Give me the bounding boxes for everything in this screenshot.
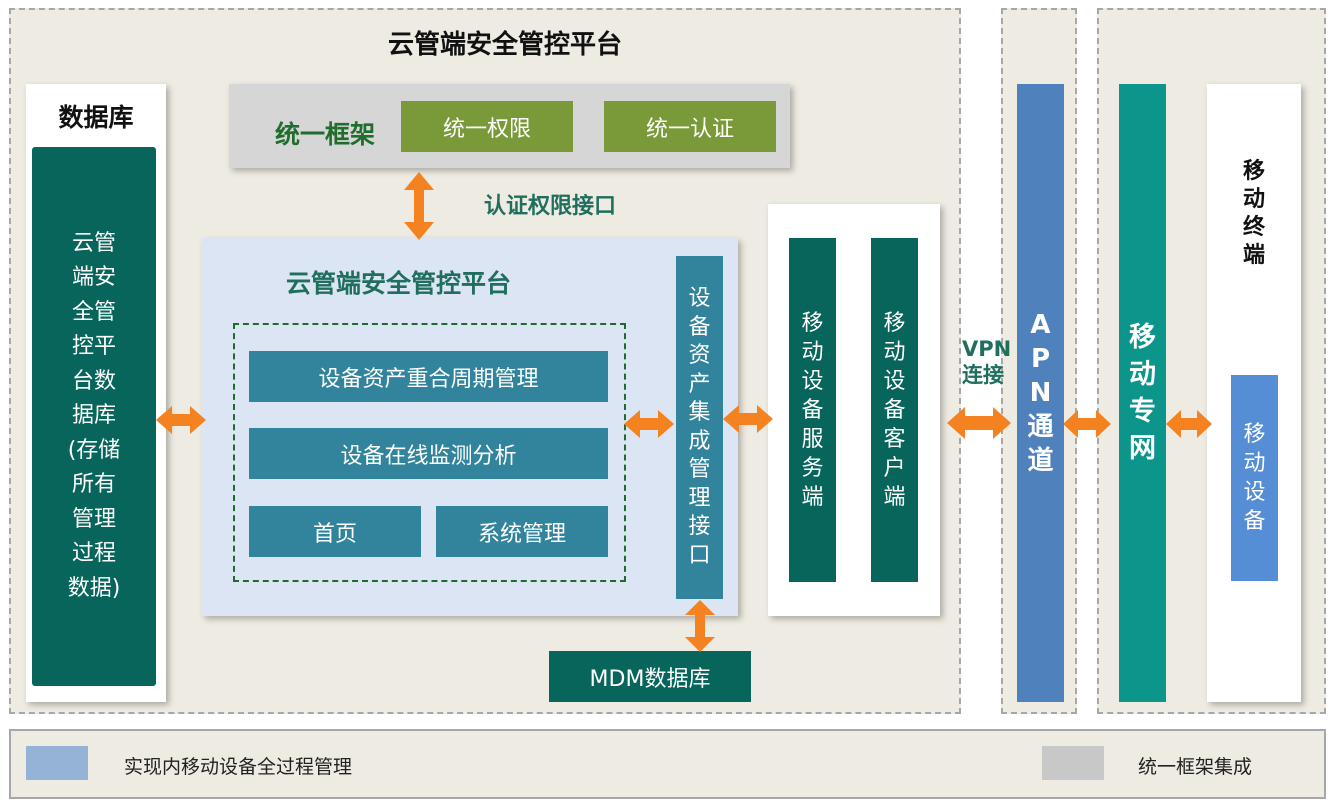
mobile-client-text-line: 端 [883, 484, 906, 510]
database-header: 数据库 [58, 103, 134, 132]
database-text-line: 管理 [71, 506, 116, 532]
arrow-network-terminal [1166, 410, 1212, 438]
mobile-network-text-line: 专 [1129, 396, 1156, 427]
framework-label: 统一框架 [274, 120, 375, 149]
apn-channel-text-line: 通 [1027, 412, 1054, 442]
mobile-device-text-line: 移 [1243, 422, 1266, 447]
unified-auth-button[interactable]: 统一认证 [604, 101, 776, 152]
mobile-device-server-label: 移动设备服务端 [801, 309, 823, 512]
arrow-apn-network [1063, 410, 1111, 438]
mobile-device-server[interactable]: 移动设备服务端 [789, 238, 836, 582]
mobile-client-text-line: 设 [883, 368, 906, 394]
integration-interface-text-line: 产 [688, 371, 711, 397]
database-text-line: 云管 [71, 230, 116, 256]
vpn-label-line1: VPN [962, 337, 1012, 362]
mobile-client-text-line: 动 [883, 339, 906, 365]
integration-interface-text-line: 接 [688, 514, 711, 539]
mobile-server-text-line: 务 [801, 455, 824, 481]
mobile-server-text-line: 移 [801, 310, 824, 336]
arrow-vpn-apn [947, 407, 1011, 439]
online-monitoring-module[interactable]: 设备在线监测分析 [249, 428, 608, 479]
integration-interface-text-line: 资 [688, 343, 711, 368]
auth-interface-label: 认证权限接口 [484, 194, 617, 219]
mobile-device[interactable]: 移动设备 [1231, 375, 1278, 581]
mobile-device-text-line: 设 [1243, 480, 1266, 505]
database-text-line: (存储 [67, 437, 121, 463]
integration-interface-text-line: 管 [688, 457, 711, 482]
mobile-client-text-line: 户 [883, 455, 906, 481]
integration-interface[interactable]: 设备资产集成管理接口 [676, 256, 723, 599]
mobile-client-text-line: 客 [883, 426, 906, 452]
mobile-server-text-line: 动 [801, 339, 824, 365]
mobile-server-text-line: 服 [801, 426, 824, 452]
integration-interface-text-line: 口 [688, 542, 711, 568]
vpn-label-line2: 连接 [962, 363, 1004, 387]
integration-interface-text-line: 理 [688, 485, 711, 511]
mobile-terminal-text-line: 动 [1242, 187, 1265, 212]
apn-channel-text-line: 道 [1027, 446, 1054, 476]
mobile-terminal-text-line: 移 [1242, 159, 1265, 184]
apn-channel-text-line: A [1030, 310, 1051, 340]
integration-interface-label: 设备资产集成管理接口 [688, 285, 710, 570]
inner-platform-title: 云管端安全管控平台 [286, 269, 512, 298]
database-description: 云管端安全管控平台数据库 (存储所有管理过程数据) [68, 227, 121, 607]
mobile-server-text-line: 端 [801, 484, 824, 510]
mobile-device-text-line: 动 [1243, 451, 1266, 476]
mobile-terminal-text-line: 终 [1242, 215, 1265, 240]
mobile-terminal-text-line: 端 [1242, 243, 1265, 268]
mobile-client-text-line: 移 [883, 310, 906, 336]
database-text-line: 据库 [71, 403, 116, 429]
database-text-line: 台数 [71, 368, 116, 394]
vpn-label: VPN 连接 [962, 333, 1020, 393]
mobile-terminal-title: 移动终端 [1230, 150, 1278, 278]
modules-group [233, 323, 626, 582]
mobile-client-text-line: 备 [883, 397, 906, 423]
database-text-line: 所有 [71, 472, 116, 498]
apn-channel-text-line: P [1030, 344, 1051, 374]
arrow-interface-service [723, 405, 773, 433]
database-body: 云管端安全管控平台数据库 (存储所有管理过程数据) [32, 147, 156, 686]
unified-permission-button[interactable]: 统一权限 [401, 101, 573, 152]
database-text-line: 全管 [71, 299, 116, 325]
mobile-network-text-line: 网 [1129, 433, 1156, 464]
legend-swatch-lifecycle [26, 746, 88, 780]
home-module[interactable]: 首页 [249, 506, 421, 557]
arrow-database-platform [156, 406, 206, 434]
mobile-server-text-line: 设 [801, 368, 824, 394]
database-text-line: 控平 [71, 334, 116, 360]
integration-interface-text-line: 设 [688, 286, 711, 311]
mobile-device-label: 移动设备 [1243, 420, 1265, 536]
mobile-network-text-line: 移 [1129, 322, 1156, 353]
mobile-device-text-line: 备 [1243, 509, 1266, 534]
arrow-framework-platform [404, 172, 434, 240]
lifecycle-management-module[interactable]: 设备资产重合周期管理 [249, 351, 608, 402]
mobile-terminal-title-label: 移动终端 [1243, 158, 1265, 270]
arrow-interface-mdm [685, 600, 715, 652]
platform-title: 云管端安全管控平台 [387, 29, 622, 60]
integration-interface-text-line: 备 [688, 314, 711, 340]
mobile-device-client[interactable]: 移动设备客户端 [871, 238, 918, 582]
database-text-line: 过程 [71, 541, 116, 567]
legend-label-framework: 统一框架集成 [1138, 756, 1253, 778]
legend-label-lifecycle: 实现内移动设备全过程管理 [124, 756, 353, 778]
mobile-device-client-label: 移动设备客户端 [883, 309, 905, 512]
legend-swatch-framework [1042, 746, 1104, 780]
database-text-line: 端安 [71, 265, 116, 291]
mobile-network-text-line: 动 [1129, 359, 1156, 390]
apn-channel-text-line: N [1029, 378, 1052, 408]
mdm-database[interactable]: MDM数据库 [549, 651, 751, 702]
mobile-private-network[interactable]: 移动专网 [1119, 84, 1166, 702]
integration-interface-text-line: 集 [688, 400, 711, 425]
system-management-module[interactable]: 系统管理 [436, 506, 608, 557]
mobile-server-text-line: 备 [801, 397, 824, 423]
arrow-modules-interface [624, 410, 674, 438]
database-text-line: 数据) [67, 575, 121, 601]
legend [9, 729, 1326, 799]
mobile-private-network-label: 移动专网 [1129, 319, 1156, 467]
integration-interface-text-line: 成 [688, 428, 711, 454]
